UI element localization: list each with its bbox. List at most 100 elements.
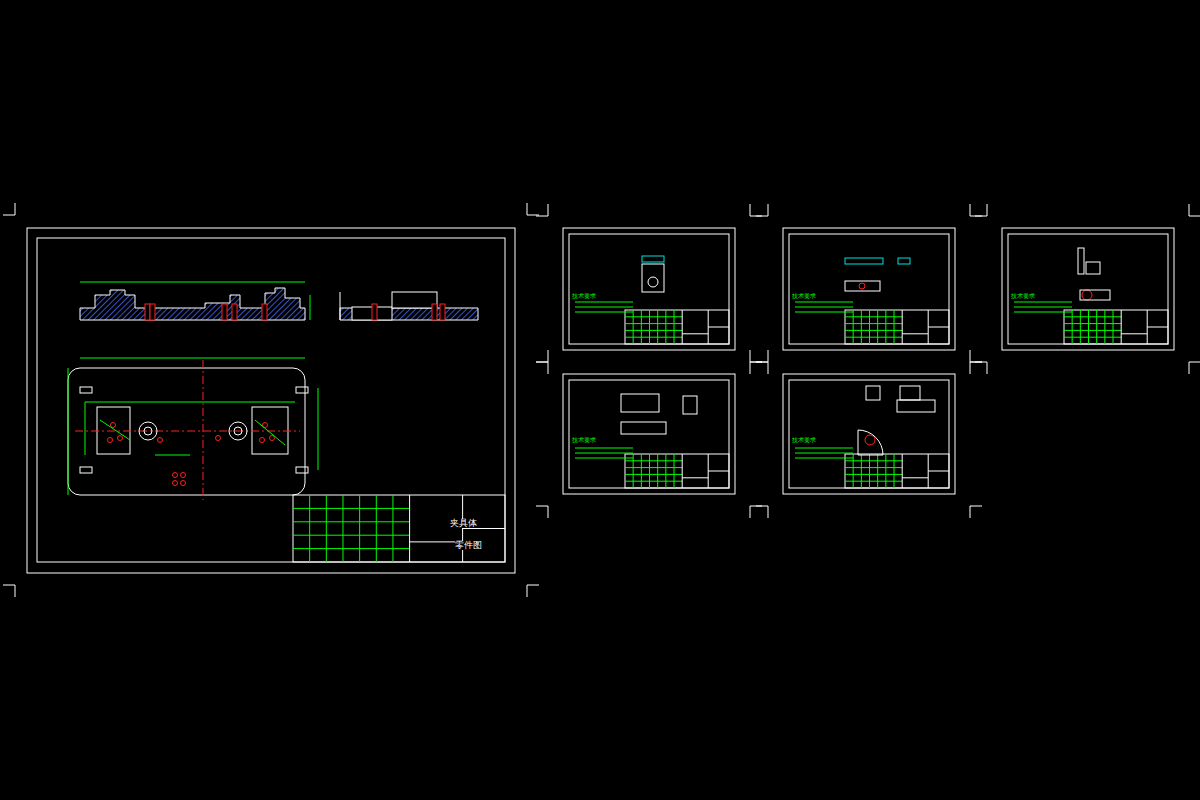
frame-line	[845, 281, 880, 291]
drawing-line	[674, 310, 675, 344]
frame-line	[783, 374, 955, 494]
trim-mark	[975, 362, 987, 374]
drawing-line	[641, 454, 642, 488]
drawing-line	[795, 312, 853, 313]
trim-mark	[536, 362, 548, 374]
plan-outline	[68, 368, 305, 495]
drawing-line	[575, 448, 633, 449]
frame-line	[232, 304, 237, 320]
frame-line	[37, 238, 505, 562]
drawing-line	[326, 495, 327, 562]
hole-circle	[139, 422, 157, 440]
hole-circle	[260, 438, 265, 443]
drawing-line	[861, 454, 862, 488]
hole-circle	[216, 436, 221, 441]
drawing-line	[665, 454, 666, 488]
drawing-line	[657, 454, 658, 488]
drawing-line	[682, 333, 708, 334]
drawing-line	[376, 495, 377, 562]
drawing-line	[1121, 333, 1147, 334]
drawing-line	[293, 535, 410, 536]
drawing-line	[682, 310, 683, 344]
trim-mark	[970, 506, 982, 518]
drawing-line	[575, 302, 633, 303]
frame-line	[845, 310, 949, 344]
drawing-label: 技术要求	[792, 437, 816, 443]
frame-line	[372, 304, 377, 320]
frame-line	[1002, 228, 1174, 350]
hole-circle	[158, 438, 163, 443]
trim-mark	[756, 362, 768, 374]
drawing-line	[649, 454, 650, 488]
hole-circle	[229, 422, 247, 440]
drawing-line	[877, 454, 878, 488]
drawing-line	[575, 307, 633, 308]
frame-line	[642, 264, 664, 292]
frame-line	[621, 422, 666, 434]
trim-mark	[3, 203, 15, 215]
frame-line	[293, 495, 505, 562]
frame-line	[1080, 290, 1110, 300]
drawing-line	[869, 310, 870, 344]
hole-circle	[173, 473, 178, 478]
drawing-line	[682, 477, 708, 478]
drawing-line	[641, 310, 642, 344]
trim-mark	[536, 506, 548, 518]
drawing-line	[100, 420, 130, 440]
trim-mark	[750, 362, 762, 374]
drawing-line	[1014, 307, 1072, 308]
drawing-label: 技术要求	[572, 293, 596, 299]
frame-line	[563, 374, 735, 494]
drawing-line	[318, 388, 319, 470]
drawing-line	[708, 327, 729, 328]
frame-line	[27, 228, 515, 573]
drawing-line	[665, 310, 666, 344]
frame-line	[563, 228, 735, 350]
frame-line	[80, 467, 92, 473]
trim-mark	[750, 506, 762, 518]
drawing-line	[293, 548, 410, 549]
trim-mark	[3, 585, 15, 597]
trim-mark	[970, 204, 982, 216]
hole-circle	[144, 427, 152, 435]
trim-mark	[536, 350, 548, 362]
drawing-line	[1096, 310, 1097, 344]
drawing-line	[340, 292, 341, 320]
drawing-line	[68, 368, 69, 495]
drawing-line	[392, 495, 393, 562]
drawing-label: 技术要求	[572, 437, 596, 443]
drawing-line	[902, 454, 903, 488]
frame-line	[789, 234, 949, 344]
drawing-line	[708, 471, 729, 472]
frame-line	[642, 256, 664, 262]
trim-mark	[527, 585, 539, 597]
drawing-line	[853, 454, 854, 488]
frame-line	[262, 304, 267, 320]
frame-line	[900, 386, 920, 400]
trim-mark	[975, 204, 987, 216]
drawing-line	[293, 508, 410, 509]
drawing-line	[293, 521, 410, 522]
drawing-line	[203, 360, 204, 500]
frame-line	[683, 396, 697, 414]
drawing-label: 零件图	[455, 541, 482, 550]
drawing-line	[80, 282, 305, 283]
hole-circle	[859, 283, 865, 289]
trim-mark	[756, 204, 768, 216]
drawing-line	[1014, 302, 1072, 303]
trim-mark	[527, 203, 539, 215]
frame-line	[625, 454, 729, 488]
drawing-line	[463, 528, 505, 529]
drawing-line	[894, 310, 895, 344]
drawing-line	[633, 310, 634, 344]
drawing-line	[795, 458, 853, 459]
drawing-line	[928, 327, 949, 328]
frame-line	[897, 400, 935, 412]
hole-circle	[111, 423, 116, 428]
drawing-line	[75, 431, 300, 432]
frame-line	[783, 228, 955, 350]
section-view	[80, 288, 305, 320]
trim-mark	[756, 350, 768, 362]
part-view	[858, 430, 883, 455]
